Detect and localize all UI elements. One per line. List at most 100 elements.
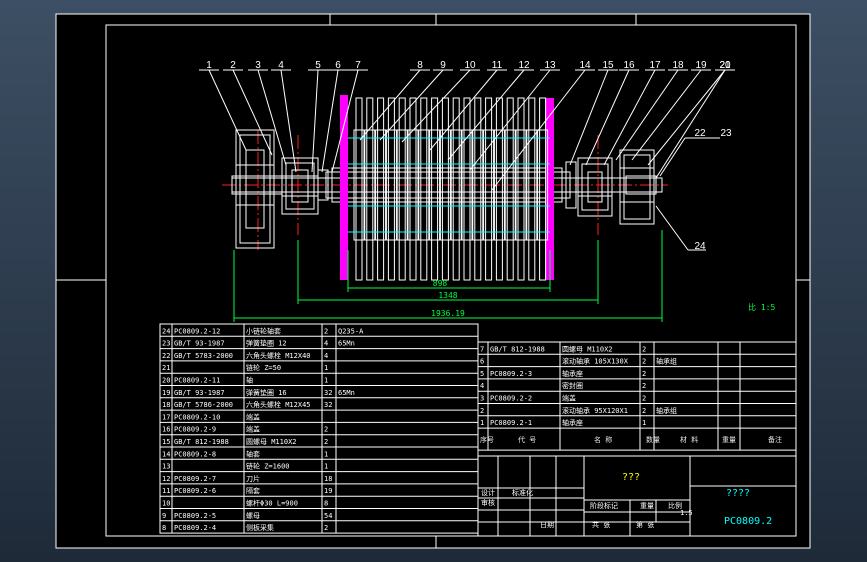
bom-grid [159,323,797,536]
balloon-24: 24 [694,241,706,252]
bom-left-qty: 8 [324,500,328,508]
bom-right-name: 轴承座 [562,369,583,378]
balloon-16: 16 [623,60,635,71]
bom-left-code: PC0809.2-4 [174,524,216,532]
svg-text:日期: 日期 [540,521,554,529]
company-name: ???? [726,488,750,499]
bom-left-qty: 1 [324,364,328,372]
bom-left-name: 侧板采集 [246,523,274,532]
bom-left-no: 24 [162,327,170,335]
blade [474,97,482,281]
bom-right-qty: 2 [642,370,646,378]
leader [280,69,297,173]
balloon-5: 5 [315,60,321,71]
bom-left-name: 小链轮轴套 [246,326,281,335]
bom-left-no: 12 [162,475,170,483]
spacer [461,129,473,241]
svg-text:序号: 序号 [480,435,494,444]
spacer [439,129,451,241]
rotor-end-plates [340,95,554,280]
balloon-8: 8 [417,60,423,71]
spacer [353,129,365,241]
rotor-blades [353,97,549,281]
bom-left-code: GB/T 93-1987 [174,340,225,348]
bom-left-no: 16 [162,426,170,434]
bom-left-no: 13 [162,463,170,471]
blade [366,97,374,281]
bom-left-no: 18 [162,401,170,409]
bom-right-qty: 2 [642,382,646,390]
balloon-9: 9 [440,60,446,71]
bom-left-name: 弹簧垫圈 16 [246,388,287,397]
bom-left-no: 17 [162,413,170,421]
blade [441,97,449,281]
balloon-4: 4 [278,60,284,71]
bom-right-no: 2 [480,407,484,415]
bom-right-code: PC0809.2-1 [490,419,532,427]
bom-left-code: PC0809.2-8 [174,450,216,458]
bom-left-qty: 2 [324,524,328,532]
blade [420,97,428,281]
spacer [450,129,462,241]
svg-text:审核: 审核 [481,498,495,507]
leader [208,69,247,151]
spacer [375,129,387,241]
bom-left-qty: 4 [324,352,328,360]
spacer [429,129,441,241]
spacer [515,129,527,241]
bom-left-no: 22 [162,352,170,360]
left-bearing-housing [281,157,329,215]
balloon-21: 21 [719,60,731,71]
leader [359,69,421,141]
blade [506,97,514,281]
spacer [537,129,549,241]
bom-left-name: 六角头螺栓 M12X40 [246,351,311,360]
dim-1348: 1348 [438,291,457,300]
bom-left-name: 链轮 Z=1600 [246,462,290,471]
leader [257,69,287,166]
svg-text:名 称: 名 称 [594,435,612,444]
dimension-lines [233,230,663,322]
bom-left-qty: 19 [324,487,332,495]
bom-left-mat: 65Mn [338,389,355,397]
spacer [418,129,430,241]
blade [409,97,417,281]
bom-left-code: PC0809.2-6 [174,487,216,495]
drawing-frame [55,13,811,549]
balloon-11: 11 [492,60,503,71]
leader [232,69,273,156]
bom-left-name: 六角头螺栓 M12X45 [246,400,311,409]
leader [469,69,551,171]
leader [321,69,339,173]
blade [463,97,471,281]
bom-right-code: PC0809.2-2 [490,395,532,403]
bom-right-qty: 2 [642,358,646,366]
bom-left-qty: 32 [324,389,332,397]
svg-text:代 号: 代 号 [518,435,536,444]
bom-left-qty: 32 [324,401,332,409]
bom-left-mat: 65Mn [338,340,355,348]
balloon-23: 23 [720,128,732,139]
balloon-18: 18 [672,60,684,71]
bom-left-name: 轴套 [246,449,260,458]
bom-left-qty: 1 [324,463,328,471]
balloon-17: 17 [649,60,661,71]
bom-left-mat: Q235-A [338,327,364,335]
title-block: ??? ???? PC0809.2 1:5 设计 审核 标准化 日期 阶段标记 … [481,472,772,529]
leader [631,69,702,161]
blade [387,97,395,281]
leader [569,69,609,166]
bom-left-qty: 1 [324,450,328,458]
balloon-19: 19 [695,60,707,71]
svg-text:数量: 数量 [646,435,660,444]
bom-left-no: 9 [162,512,166,520]
balloon-10: 10 [464,60,476,71]
svg-text:材 料: 材 料 [680,435,698,444]
svg-text:设计: 设计 [481,488,495,497]
leader [331,69,359,173]
right-bearing-housing [565,157,613,217]
bom-left-name: 螺杆Φ30 L=900 [246,499,298,508]
